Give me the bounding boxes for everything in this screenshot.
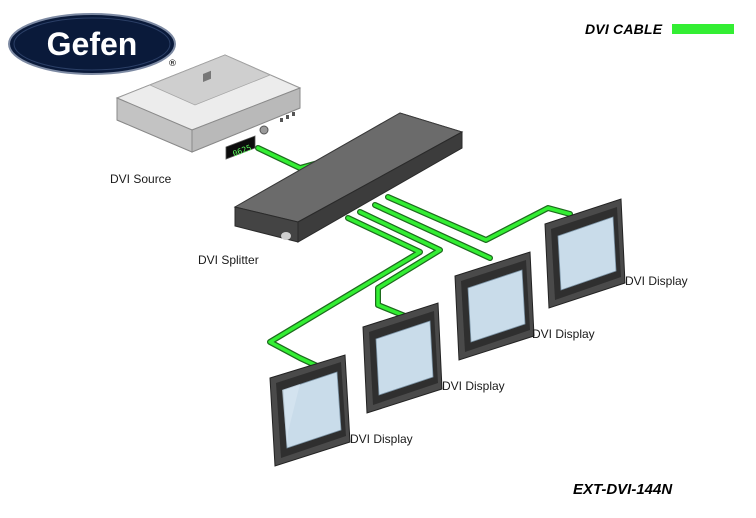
splitter-logo-icon xyxy=(281,232,291,240)
cable-fill-group xyxy=(256,146,572,374)
source-knob-icon xyxy=(259,125,269,135)
source-button-3 xyxy=(292,112,295,116)
dvi-display-label-2: DVI Display xyxy=(442,379,505,393)
legend-label: DVI CABLE xyxy=(585,21,663,37)
dvi-display-3 xyxy=(454,251,535,361)
dvi-display-label-4: DVI Display xyxy=(625,274,688,288)
source-button-1 xyxy=(280,118,283,122)
registered-mark: ® xyxy=(168,59,177,69)
source-button-2 xyxy=(286,115,289,119)
model-number: EXT-DVI-144N xyxy=(573,481,673,498)
dvi-display-4 xyxy=(544,198,626,309)
dvi-splitter-label: DVI Splitter xyxy=(198,253,259,267)
dvi-splitter-device xyxy=(233,112,464,243)
dvi-display-label-1: DVI Display xyxy=(350,432,413,446)
dvi-source-label: DVI Source xyxy=(110,172,172,186)
dvi-display-label-3: DVI Display xyxy=(532,327,595,341)
gefen-logo: Gefen xyxy=(8,12,180,76)
dvi-source-device: 0625 xyxy=(115,54,302,160)
logo-text: Gefen xyxy=(47,26,138,62)
dvi-cables xyxy=(255,145,573,375)
source-vent-icon xyxy=(203,70,211,82)
legend-cable-swatch xyxy=(672,24,734,34)
cable-splitter-display-4 xyxy=(385,194,573,243)
dvi-display-2 xyxy=(362,302,443,414)
dvi-display-1 xyxy=(269,354,351,467)
